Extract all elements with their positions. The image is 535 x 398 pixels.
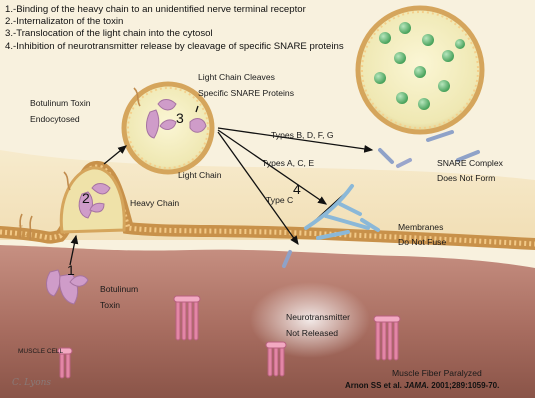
label-types-bdfg: Types B, D, F, G — [271, 130, 334, 140]
label-light-chain-cleaves: Light Chain Cleaves Specific SNARE Prote… — [198, 72, 294, 99]
step-number-2: 2 — [82, 190, 90, 206]
label-membranes: Membranes Do Not Fuse — [398, 222, 446, 248]
step-2: 2.-Internalizaton of the toxin — [5, 16, 344, 28]
label-muscle-cell: MUSCLE CELL — [18, 348, 63, 356]
citation: Arnon SS et al. JAMA. 2001;289:1059-70. — [345, 381, 499, 390]
step-number-3: 3 — [176, 110, 184, 126]
label-heavy-chain: Heavy Chain — [130, 198, 179, 208]
step-number-1: 1 — [67, 262, 75, 278]
label-neurotransmitter: Neurotransmitter Not Released — [286, 312, 350, 339]
step-number-4: 4 — [293, 181, 301, 197]
step-1: 1.-Binding of the heavy chain to an unid… — [5, 4, 344, 16]
label-muscle-fiber: Muscle Fiber Paralyzed — [392, 368, 482, 378]
step-list: 1.-Binding of the heavy chain to an unid… — [5, 4, 344, 53]
step-3: 3.-Translocation of the light chain into… — [5, 28, 344, 40]
label-snare-complex: SNARE Complex Does Not Form — [437, 158, 503, 184]
label-toxin-endocytosed: Botulinum Toxin Endocytosed — [30, 98, 91, 125]
label-botulinum-toxin: Botulinum Toxin — [100, 284, 138, 311]
svg-text:L: L — [18, 224, 27, 240]
step-4: 4.-Inhibition of neurotransmitter releas… — [5, 41, 344, 53]
label-light-chain: Light Chain — [178, 170, 221, 180]
label-type-c: Type C — [266, 195, 293, 205]
label-types-ace: Types A, C, E — [262, 158, 314, 168]
artist-signature: C. Lyons — [12, 378, 51, 388]
